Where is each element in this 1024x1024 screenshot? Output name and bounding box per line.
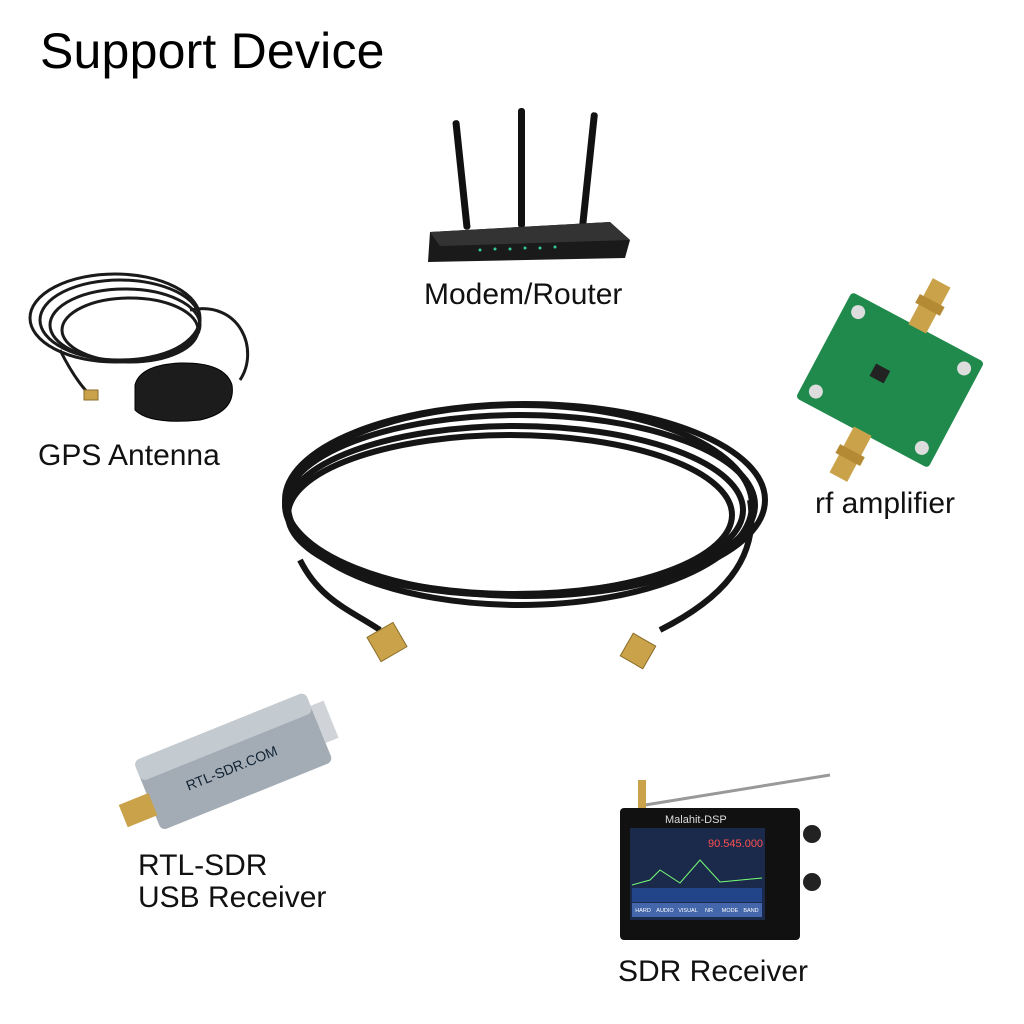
sdr-button-hard: HARD <box>635 908 651 914</box>
sdr-brand-text: Malahit-DSP <box>665 814 727 826</box>
sdr-button-nr: NR <box>705 908 713 914</box>
sdr-button-mode: MODE <box>722 908 739 914</box>
sdr-button-row: HARD AUDIO VISUAL NR MODE BAND <box>635 908 758 914</box>
router-label: Modem/Router <box>424 278 623 311</box>
coax-cable-image <box>282 401 768 670</box>
gps-antenna-image <box>28 272 250 422</box>
rtl-sdr-label-line2: USB Receiver <box>138 881 327 914</box>
sdr-receiver-image: Malahit-DSP 90.545.000 HARD AUDIO VISUAL… <box>620 773 831 940</box>
sdr-button-audio: AUDIO <box>656 908 674 914</box>
gps-antenna-label: GPS Antenna <box>38 439 220 472</box>
rtl-sdr-label: RTL-SDR USB Receiver <box>138 850 326 914</box>
sdr-receiver-label: SDR Receiver <box>618 955 809 988</box>
rtl-sdr-label-line1: RTL-SDR <box>138 849 268 882</box>
sdr-button-visual: VISUAL <box>678 908 698 914</box>
router-image <box>428 108 630 262</box>
rf-amplifier-label: rf amplifier <box>815 487 956 520</box>
sdr-button-band: BAND <box>743 908 758 914</box>
page-title: Support Device <box>40 23 385 79</box>
rf-amplifier-image <box>797 278 983 482</box>
rtl-sdr-image: RTL-SDR.COM <box>118 693 339 829</box>
sdr-frequency-text: 90.545.000 <box>708 838 763 850</box>
